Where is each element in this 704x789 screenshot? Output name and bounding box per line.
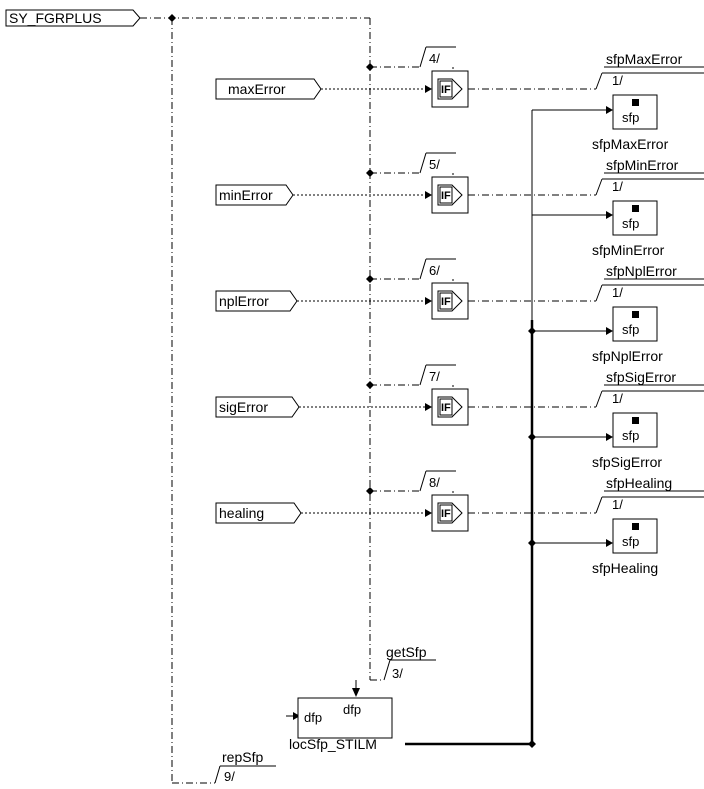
sfp-block-caption: sfpHealing bbox=[592, 560, 658, 576]
trigger-junctions bbox=[168, 14, 176, 22]
out-slash bbox=[595, 496, 603, 514]
branch-arrow bbox=[606, 539, 613, 547]
loc-sfp-block[interactable]: dfp dfp locSfp_STILM bbox=[286, 680, 393, 752]
signal-row: 7/sigError IF sfpSigError 1/sfp sfpSigError bbox=[215, 364, 704, 470]
filled-square-icon bbox=[632, 523, 639, 530]
seq-slash bbox=[419, 470, 427, 492]
get-sfp-name: getSfp bbox=[386, 644, 427, 660]
output-name: sfpSigError bbox=[606, 369, 676, 385]
signal-row: 5/minError IF sfpMinError 1/sfp sfpMinError bbox=[215, 152, 704, 258]
rep-sfp-name: repSfp bbox=[222, 749, 263, 765]
if-condition-icon: IF bbox=[437, 290, 463, 312]
input-arrow bbox=[425, 403, 432, 411]
input-arrow bbox=[425, 297, 432, 305]
rep-sfp-ref: repSfp 9/ bbox=[214, 749, 276, 784]
trigger-label: SY_FGRPLUS bbox=[9, 10, 102, 26]
branch-arrow bbox=[606, 327, 613, 335]
rep-sfp-seq: 9/ bbox=[224, 769, 235, 784]
output-seq: 1/ bbox=[612, 391, 623, 406]
output-seq: 1/ bbox=[612, 179, 623, 194]
seq-slash bbox=[419, 364, 427, 386]
if-condition-icon: IF bbox=[437, 184, 463, 206]
input-label: nplError bbox=[219, 293, 269, 309]
out-slash bbox=[595, 178, 603, 196]
sfp-bus-junction bbox=[528, 740, 536, 748]
input-flag[interactable] bbox=[215, 290, 298, 312]
sfp-block-label: sfp bbox=[622, 110, 639, 125]
filled-square-icon bbox=[632, 99, 639, 106]
if-label: IF bbox=[441, 402, 451, 414]
out-slash bbox=[595, 284, 603, 302]
input-arrow bbox=[425, 509, 432, 517]
output-name: sfpHealing bbox=[606, 475, 672, 491]
input-flag[interactable] bbox=[215, 502, 302, 524]
input-label: sigError bbox=[219, 399, 268, 415]
input-flag[interactable] bbox=[215, 184, 294, 206]
if-label: IF bbox=[441, 190, 451, 202]
input-arrow bbox=[425, 85, 432, 93]
loc-block-caption: locSfp_STILM bbox=[289, 736, 377, 752]
if-label: IF bbox=[441, 508, 451, 520]
seq-slash bbox=[419, 46, 427, 68]
loc-block-top-label: dfp bbox=[343, 702, 361, 717]
sfp-block-caption: sfpSigError bbox=[592, 454, 662, 470]
filled-square-icon bbox=[632, 311, 639, 318]
loc-block-in-label: dfp bbox=[304, 710, 322, 725]
output-name: sfpMinError bbox=[606, 157, 679, 173]
get-sfp-ref: getSfp 3/ bbox=[383, 644, 436, 681]
output-seq: 1/ bbox=[612, 497, 623, 512]
output-name: sfpMaxError bbox=[606, 51, 683, 67]
branch-arrow bbox=[606, 211, 613, 219]
get-sfp-seq: 3/ bbox=[392, 666, 403, 681]
if-condition-icon: IF bbox=[437, 78, 463, 100]
branch-arrow bbox=[606, 106, 613, 114]
output-seq: 1/ bbox=[612, 285, 623, 300]
if-label: IF bbox=[441, 84, 451, 96]
output-seq: 1/ bbox=[612, 73, 623, 88]
seq-slash bbox=[419, 152, 427, 174]
out-slash bbox=[595, 390, 603, 408]
signal-row: 6/nplError IF sfpNplError 1/sfp sfpNplError bbox=[215, 258, 704, 364]
signal-row: 8/healing IF sfpHealing 1/sfp sfpHealing bbox=[215, 470, 704, 576]
if-condition-icon: IF bbox=[437, 396, 463, 418]
input-label: minError bbox=[219, 187, 273, 203]
if-condition-icon: IF bbox=[437, 502, 463, 524]
out-slash bbox=[595, 72, 603, 90]
input-label: healing bbox=[219, 505, 264, 521]
seq-number: 7/ bbox=[429, 369, 440, 384]
seq-number: 5/ bbox=[429, 157, 440, 172]
filled-square-icon bbox=[632, 205, 639, 212]
trigger-network bbox=[140, 17, 384, 784]
seq-number: 8/ bbox=[429, 475, 440, 490]
branch-arrow bbox=[606, 433, 613, 441]
seq-number: 4/ bbox=[429, 51, 440, 66]
input-arrow bbox=[425, 191, 432, 199]
input-label: maxError bbox=[228, 81, 286, 97]
sfp-block-caption: sfpMinError bbox=[592, 242, 665, 258]
if-label: IF bbox=[441, 296, 451, 308]
input-flag[interactable] bbox=[215, 396, 300, 418]
sfp-block-label: sfp bbox=[622, 216, 639, 231]
filled-square-icon bbox=[632, 417, 639, 424]
seq-slash bbox=[419, 258, 427, 280]
trigger-flag[interactable]: SY_FGRPLUS bbox=[5, 9, 141, 27]
output-name: sfpNplError bbox=[606, 263, 677, 279]
sfp-block-label: sfp bbox=[622, 534, 639, 549]
sfp-block-caption: sfpNplError bbox=[592, 348, 663, 364]
seq-number: 6/ bbox=[429, 263, 440, 278]
sfp-block-label: sfp bbox=[622, 428, 639, 443]
sfp-bus bbox=[405, 110, 534, 746]
sfp-block-label: sfp bbox=[622, 322, 639, 337]
sfp-block-caption: sfpMaxError bbox=[592, 136, 669, 152]
input-flag[interactable] bbox=[215, 78, 322, 100]
signal-row: 4/maxError IF sfpMaxError 1/sfp sfpMaxError bbox=[215, 46, 704, 152]
